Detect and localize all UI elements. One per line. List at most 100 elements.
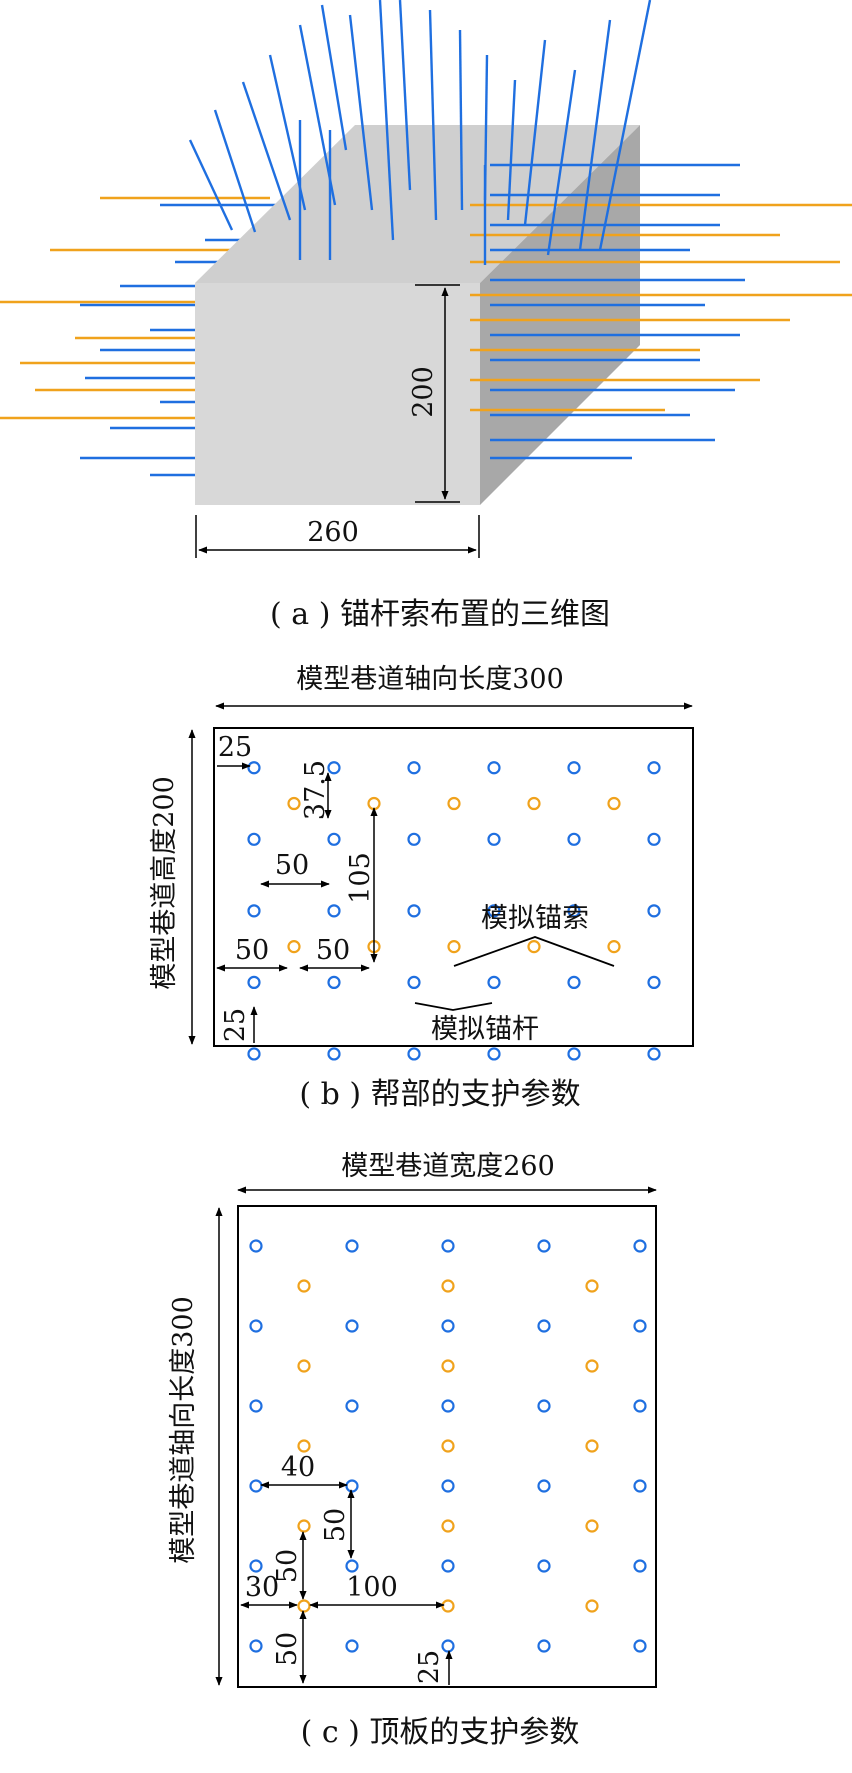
bolt-rod — [546, 69, 577, 256]
dim-105: 105 — [345, 852, 376, 904]
bolt-marker — [345, 1399, 359, 1413]
bolt-marker — [247, 832, 261, 846]
bolt-marker — [487, 832, 501, 846]
roof-cables — [297, 1279, 599, 1613]
bolt-marker — [647, 904, 661, 918]
bolt-marker — [633, 1559, 647, 1573]
bolt-rod — [378, 0, 395, 241]
sidewall-bolts — [247, 761, 661, 1061]
roof-rods-front — [188, 0, 652, 265]
bolt-marker — [247, 904, 261, 918]
panel-b-length-label: 模型巷道轴向长度300 — [296, 664, 564, 695]
bolt-rod — [523, 39, 547, 226]
bolt-rod — [213, 109, 257, 233]
bolt-marker — [537, 1319, 551, 1333]
cable-marker — [607, 940, 621, 954]
bolt-marker — [345, 1319, 359, 1333]
height-label: 200 — [408, 366, 439, 418]
bolt-marker — [633, 1479, 647, 1493]
bolt-marker — [567, 832, 581, 846]
bolt-marker — [407, 1047, 421, 1061]
bolt-marker — [633, 1399, 647, 1413]
cable-marker — [441, 1439, 455, 1453]
panel-b-height-label: 模型巷道高度200 — [149, 776, 180, 990]
cable-marker — [441, 1519, 455, 1533]
panel-b-caption: ( b ) 帮部的支护参数 — [299, 1077, 580, 1112]
bolt-marker — [633, 1639, 647, 1653]
bolt-rod — [458, 29, 464, 211]
bolt-marker — [249, 1559, 263, 1573]
right-wall-rods — [470, 163, 852, 460]
bolt-rod — [598, 0, 652, 251]
dim-25-bottom: 25 — [220, 1008, 251, 1042]
bolt-marker — [345, 1639, 359, 1653]
bolt-marker — [407, 761, 421, 775]
cable-marker — [447, 796, 461, 811]
bolt-rod — [188, 139, 234, 231]
cable-marker — [527, 796, 541, 811]
dim-25-top: 25 — [218, 732, 252, 763]
panel-c-caption: ( c ) 顶板的支护参数 — [301, 1715, 580, 1750]
dim-100: 100 — [346, 1572, 398, 1603]
panel-b-frame — [213, 727, 694, 1047]
bolt-marker — [327, 1047, 341, 1061]
bolt-marker — [633, 1319, 647, 1333]
cable-marker — [297, 1279, 311, 1293]
box-front-face — [195, 283, 480, 505]
bolt-marker — [487, 761, 501, 775]
bolt-marker — [647, 975, 661, 990]
bolt-marker — [537, 1639, 551, 1653]
bolt-rod — [398, 0, 412, 191]
cable-marker — [297, 1439, 311, 1453]
bolt-rod — [241, 81, 292, 221]
cable-label: 模拟锚索 — [481, 903, 589, 934]
bolt-marker — [441, 1239, 455, 1253]
dim-50-left: 50 — [235, 935, 269, 966]
sidewall-cables — [287, 796, 621, 954]
cable-marker — [527, 940, 541, 954]
bolt-marker — [537, 1559, 551, 1573]
bolt-marker — [327, 904, 341, 918]
bolt-marker — [487, 975, 501, 990]
bolt-rod — [320, 4, 348, 151]
bolt-rod — [578, 19, 612, 251]
bolt-marker — [567, 1047, 581, 1061]
panel-c-frame — [237, 1205, 657, 1688]
dim-30: 30 — [245, 1572, 279, 1603]
cable-marker — [585, 1599, 599, 1613]
panel-c-width-label: 模型巷道宽度260 — [341, 1151, 555, 1182]
cable-marker — [585, 1279, 599, 1293]
cable-marker — [585, 1359, 599, 1373]
dim-50-up: 50 — [272, 1549, 303, 1583]
bolt-label: 模拟锚杆 — [431, 1014, 539, 1045]
bolt-marker — [327, 761, 341, 775]
bolt-marker — [537, 1239, 551, 1253]
cable-marker — [585, 1439, 599, 1453]
bolt-marker — [633, 1239, 647, 1253]
cable-marker — [287, 940, 301, 954]
bolt-rod — [506, 79, 517, 221]
bolt-marker — [647, 1047, 661, 1061]
bolt-marker — [441, 1479, 455, 1493]
bolt-marker — [567, 761, 581, 775]
bolt-marker — [407, 904, 421, 918]
bolt-marker — [487, 904, 501, 918]
panel-b-sidewall: 模型巷道轴向长度300 模型巷道高度200 25 37.5 50 105 50 … — [149, 664, 694, 1112]
panel-a-3d-view: 200 260 ( a ) 锚杆索布置的三维图 — [0, 0, 852, 632]
bolt-marker — [567, 904, 581, 918]
bolt-marker — [247, 1047, 261, 1061]
panel-c-length-label: 模型巷道轴向长度300 — [168, 1296, 199, 1564]
bolt-marker — [441, 1399, 455, 1413]
bolt-rod — [428, 9, 438, 221]
bolt-marker — [647, 832, 661, 846]
cable-marker — [287, 796, 301, 811]
bolt-marker — [247, 975, 261, 990]
cable-marker — [441, 1359, 455, 1373]
cable-marker — [585, 1519, 599, 1533]
cable-marker — [607, 796, 621, 811]
bolt-marker — [327, 975, 341, 990]
bolt-marker — [249, 1319, 263, 1333]
dim-50-mid: 50 — [316, 935, 350, 966]
bolt-marker — [249, 1639, 263, 1653]
